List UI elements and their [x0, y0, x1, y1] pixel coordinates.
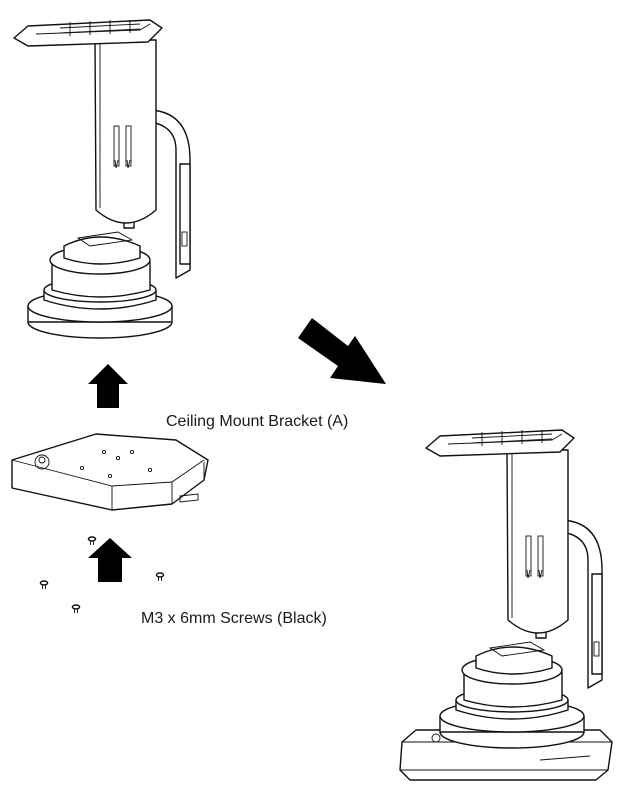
screws-label: M3 x 6mm Screws (Black) [141, 610, 327, 627]
screw-icon [71, 604, 81, 614]
assembled-camera-mount-icon [399, 429, 613, 781]
diagonal-arrow-icon [298, 318, 386, 384]
up-arrow-icon [88, 538, 132, 582]
screw-icon [87, 536, 97, 546]
mount-plate-icon [11, 433, 209, 511]
screw-icon [39, 580, 49, 590]
up-arrow-icon [88, 364, 128, 408]
camera-mount-icon [13, 19, 191, 339]
bracket-label: Ceiling Mount Bracket (A) [166, 413, 349, 430]
screw-icon [155, 572, 165, 582]
